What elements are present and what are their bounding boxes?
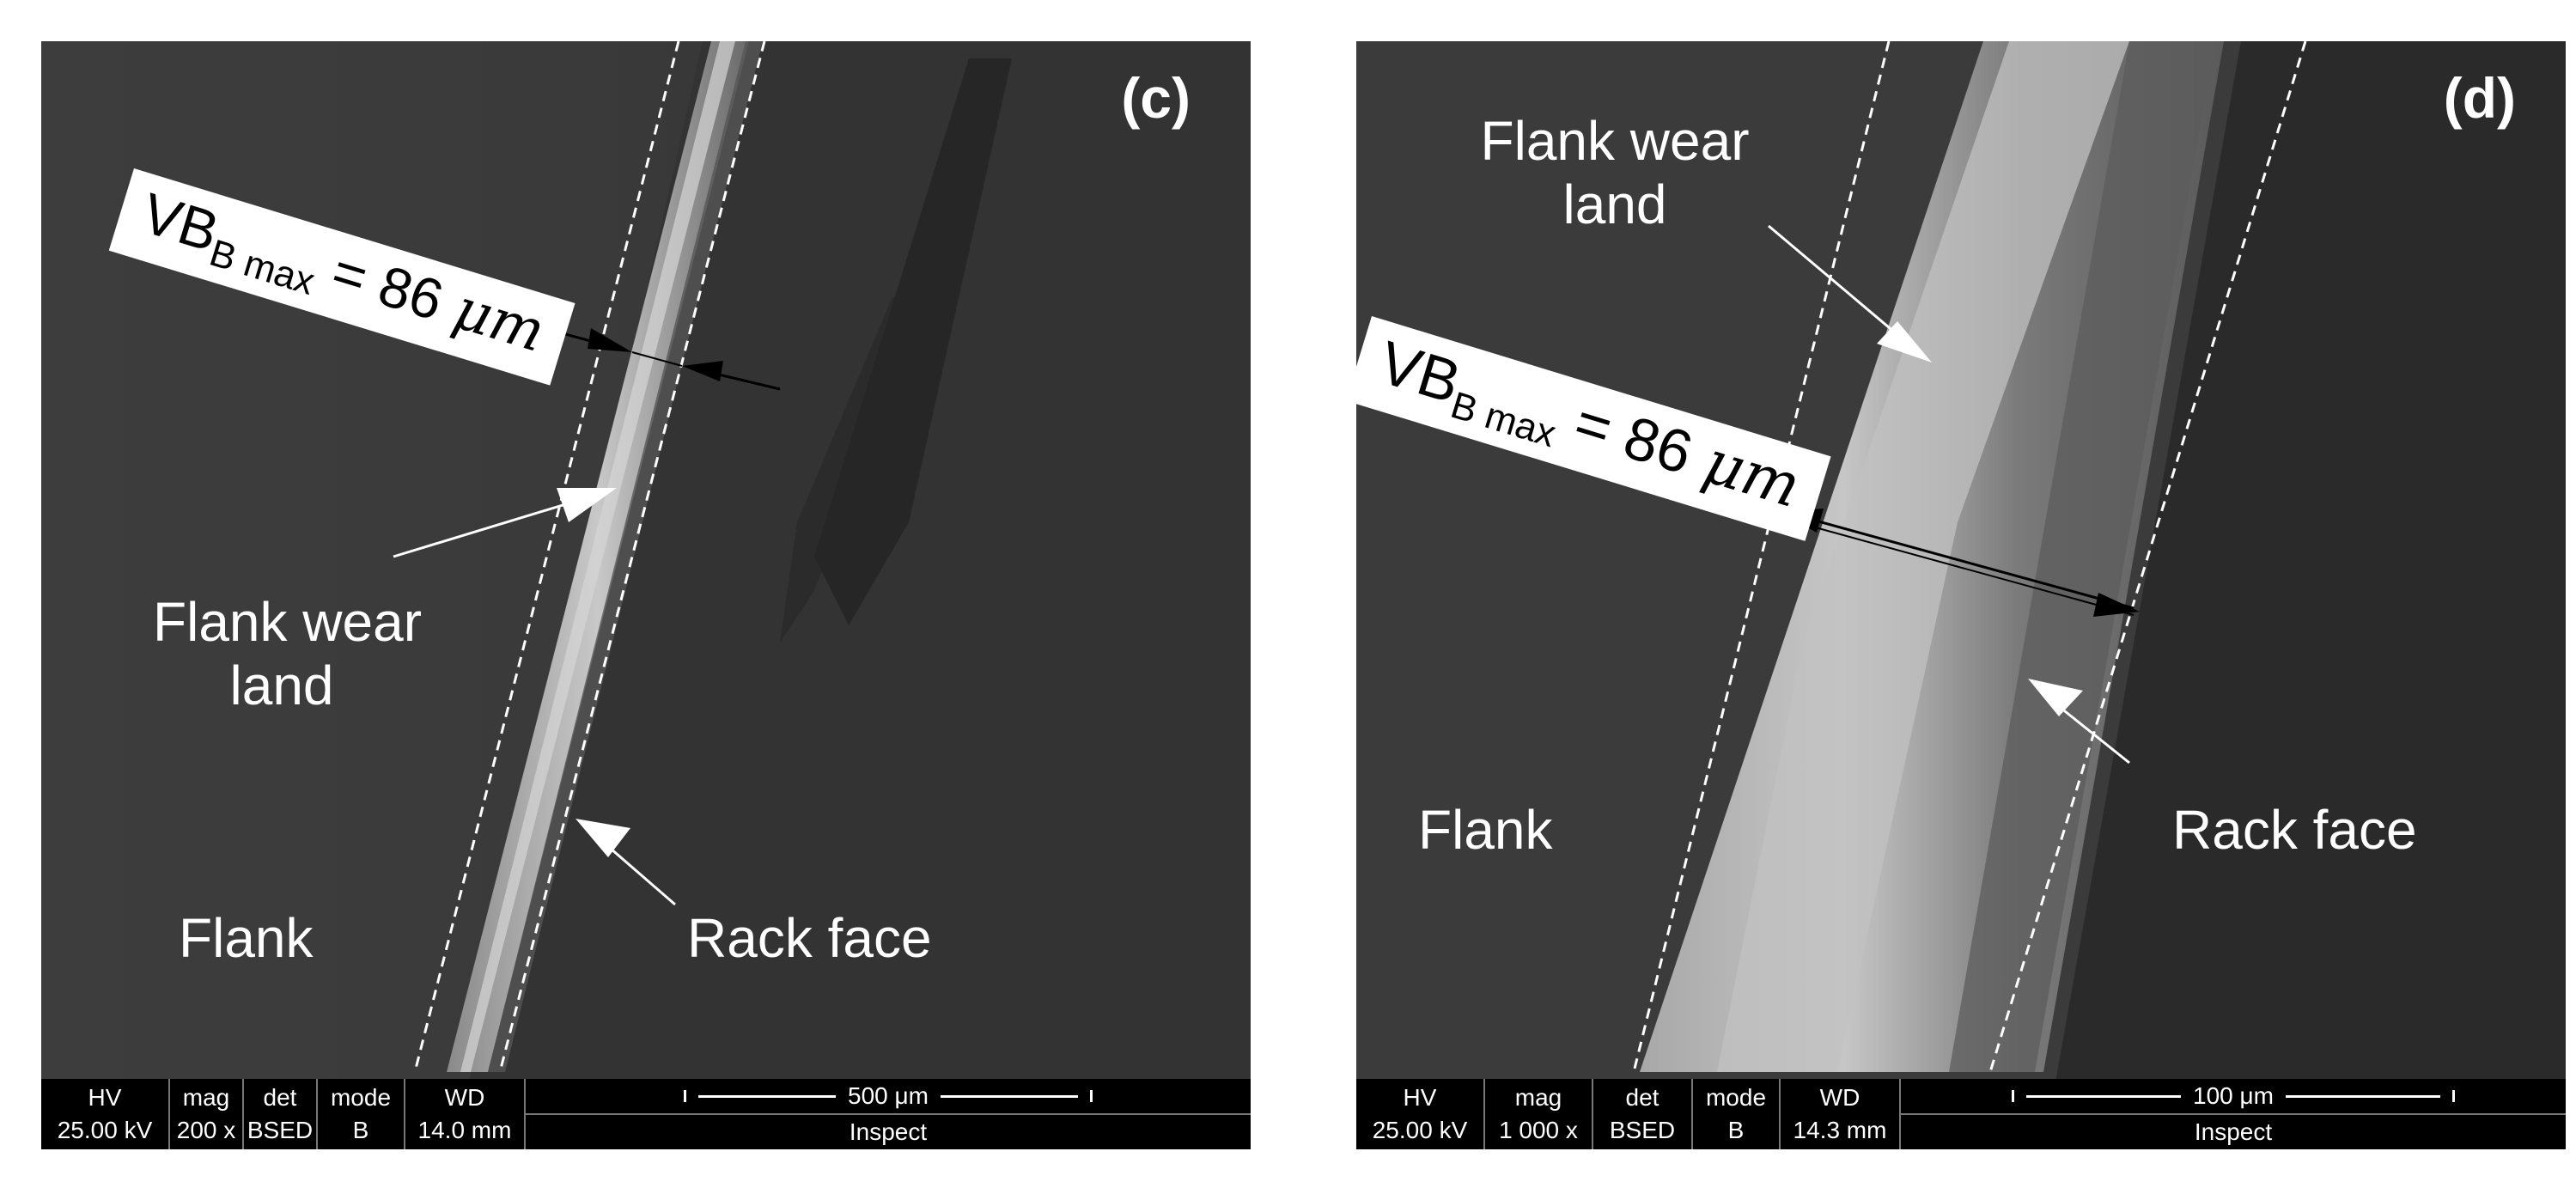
sem-panel-c: (c) VBB max = 86 μm Flank wear land Flan… [41, 41, 1251, 1149]
boundary-line-left [1632, 41, 1891, 1073]
scale-bar-label: 500 μm [848, 1082, 929, 1109]
sem-image-c [41, 41, 1251, 1149]
panel-label-d: (d) [2443, 66, 2516, 130]
inspect-label: Inspect [2194, 1118, 2273, 1145]
measure-arrow-left [588, 328, 632, 352]
scale-cell: 500 μm Inspect [526, 1079, 1251, 1149]
wear-land-arrow [557, 488, 617, 522]
panel-label-c: (c) [1121, 66, 1191, 130]
boundary-line-right [1988, 41, 2307, 1073]
boundary-line-left [413, 41, 680, 1073]
scale-bar-label: 100 μm [2193, 1082, 2274, 1109]
rack-face-arrow [575, 819, 630, 857]
flank-label-d: Flank [1418, 799, 1553, 861]
sem-image-d [1356, 41, 2566, 1149]
boundary-line-right [498, 41, 766, 1073]
rack-face-label-d: Rack face [2172, 799, 2417, 861]
rack-face-label-c: Rack face [687, 907, 932, 969]
sem-panel-d: (d) VBB max = 86 μm Flank wear land Flan… [1356, 41, 2566, 1149]
inspect-label: Inspect [849, 1118, 928, 1145]
flank-wear-land-label-d: Flank wear land [1480, 110, 1750, 235]
measure-arrow-right [682, 361, 723, 381]
measure-arrow-right [2093, 593, 2140, 617]
flank-label-c: Flank [179, 907, 314, 969]
scale-cell: 100 μm Inspect [1901, 1079, 2566, 1149]
wear-land-arrow [1877, 321, 1932, 362]
rack-face-arrow [2028, 679, 2083, 716]
flank-wear-land-label-c: Flank wear land [153, 591, 422, 716]
